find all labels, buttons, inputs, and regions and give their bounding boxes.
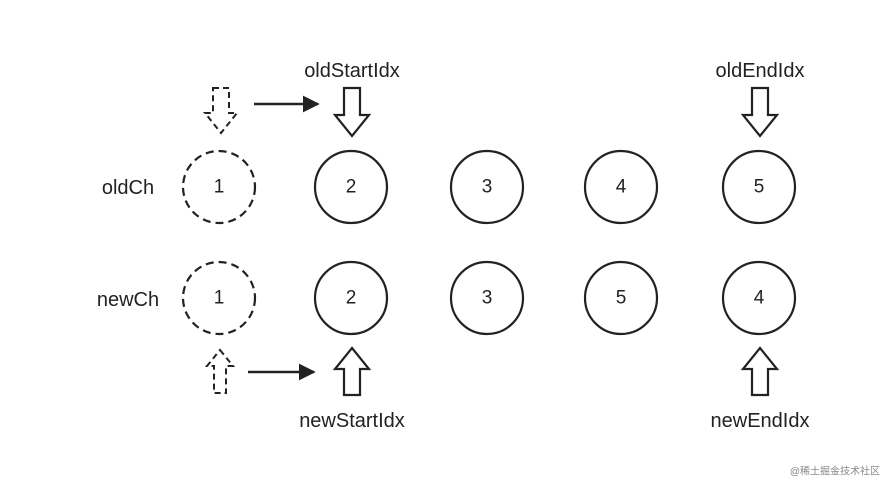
- old-node-4-value: 4: [616, 177, 627, 198]
- new-node-4: 5: [583, 260, 659, 336]
- new-node-5-value: 4: [754, 288, 765, 309]
- watermark: @稀土掘金技术社区: [790, 465, 880, 478]
- new-start-idx-label: newStartIdx: [299, 410, 405, 432]
- old-node-2: 2: [313, 149, 389, 225]
- new-start-up-arrow-icon: [332, 346, 372, 397]
- old-node-5: 5: [721, 149, 797, 225]
- new-node-2: 2: [313, 260, 389, 336]
- old-start-down-arrow-icon: [332, 86, 372, 138]
- old-node-3-value: 3: [482, 177, 493, 198]
- old-start-idx-label: oldStartIdx: [304, 60, 400, 82]
- old-row-label: oldCh: [102, 177, 154, 199]
- old-node-5-value: 5: [754, 177, 765, 198]
- new-node-5: 4: [721, 260, 797, 336]
- old-node-1-value: 1: [214, 177, 225, 198]
- old-node-3: 3: [449, 149, 525, 225]
- new-node-3: 3: [449, 260, 525, 336]
- old-node-4: 4: [583, 149, 659, 225]
- new-node-3-value: 3: [482, 288, 493, 309]
- old-end-idx-label: oldEndIdx: [716, 60, 805, 82]
- old-end-down-arrow-icon: [740, 86, 780, 138]
- new-start-previous-dashed-arrow-icon: [204, 348, 236, 394]
- old-node-2-value: 2: [346, 177, 357, 198]
- old-node-1: 1: [181, 149, 257, 225]
- old-children-row: 1 2 3 4 5: [181, 149, 797, 225]
- new-node-4-value: 5: [616, 288, 627, 309]
- new-children-row: 1 2 3 5 4: [181, 260, 797, 336]
- new-node-2-value: 2: [346, 288, 357, 309]
- new-node-1: 1: [181, 260, 257, 336]
- new-row-label: newCh: [97, 289, 159, 311]
- new-node-1-value: 1: [214, 288, 225, 309]
- new-end-up-arrow-icon: [740, 346, 780, 397]
- old-start-previous-dashed-arrow-icon: [202, 87, 240, 135]
- new-end-idx-label: newEndIdx: [711, 410, 810, 432]
